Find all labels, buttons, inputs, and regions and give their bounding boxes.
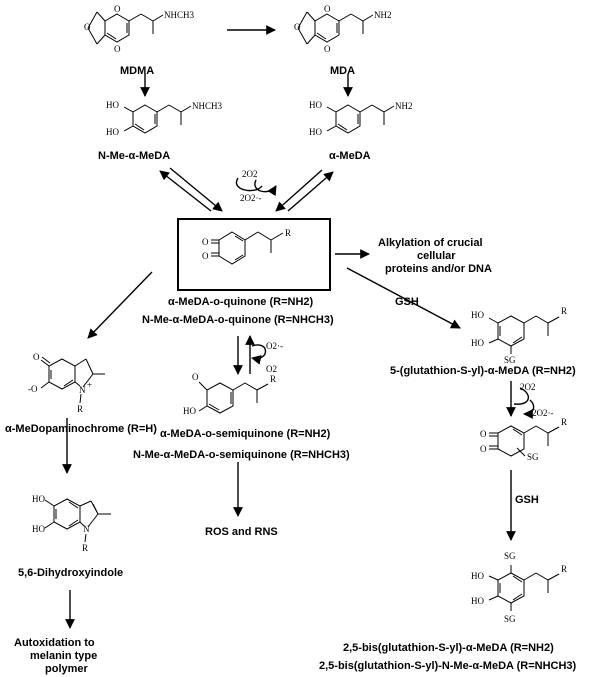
bis-adduct-ho-1: HO bbox=[471, 571, 484, 581]
quinone-o-2: O bbox=[202, 251, 209, 261]
melanin-line-3: polymer bbox=[45, 663, 89, 675]
quinone-box bbox=[177, 218, 331, 291]
arc-superoxide-gsh bbox=[523, 399, 535, 419]
arc-o2-gsh bbox=[513, 387, 529, 405]
quinone-label-2: N-Me-α-MeDA-o-quinone (R=NHCH3) bbox=[142, 314, 334, 326]
bis-adduct-label-1: 2,5-bis(glutathion-S-yl)-α-MeDA (R=NH2) bbox=[343, 642, 554, 654]
aminochrome-label: α-MeDopaminochrome (R=H) bbox=[5, 423, 157, 435]
reagent-2o2-right: 2O2 bbox=[520, 382, 536, 392]
gsh-adduct-r: R bbox=[561, 306, 567, 316]
arc-superoxide-release bbox=[254, 179, 277, 197]
mdma-structure bbox=[87, 11, 164, 45]
meda-ho-2: HO bbox=[309, 127, 322, 137]
quinone-sg-o-2: O bbox=[480, 444, 487, 454]
reagent-o2-mid: O2 bbox=[266, 364, 277, 374]
n-me-meda-amine: NHCH3 bbox=[192, 101, 223, 111]
indole-structure bbox=[44, 498, 111, 543]
alkylation-line-1: Alkylation of crucial bbox=[378, 237, 483, 249]
mdma-o-left: O bbox=[84, 22, 91, 32]
mdma-amine: NHCH3 bbox=[164, 10, 195, 20]
quinone-r: R bbox=[285, 228, 291, 238]
quinone-sg-r: R bbox=[561, 417, 567, 427]
aminochrome-n: N bbox=[79, 385, 86, 395]
arrow-to-gsh-adduct bbox=[346, 267, 461, 329]
ros-rns-label: ROS and RNS bbox=[205, 526, 278, 538]
semiquinone-structure bbox=[198, 381, 269, 414]
quinone-sg-structure bbox=[489, 425, 560, 457]
arrow-quinone-to-meda bbox=[287, 171, 334, 212]
aminochrome-o: O bbox=[33, 352, 40, 362]
arrow-to-aminochrome bbox=[87, 271, 153, 339]
aminochrome-structure bbox=[40, 356, 105, 404]
bis-adduct-structure bbox=[488, 565, 560, 611]
meda-ho-1: HO bbox=[309, 100, 322, 110]
meda-label: α-MeDA bbox=[329, 150, 371, 162]
gsh-adduct-ho-1: HO bbox=[471, 310, 484, 320]
quinone-structure bbox=[211, 231, 284, 265]
n-me-meda-ho-1: HO bbox=[106, 100, 119, 110]
quinone-o-1: O bbox=[202, 237, 209, 247]
semiquinone-r: R bbox=[270, 374, 276, 384]
arc-superoxide-o2 bbox=[251, 344, 267, 365]
reagent-superoxide-right: 2O2·- bbox=[532, 408, 554, 418]
mda-o-bottom: O bbox=[324, 44, 331, 54]
gsh-label-bottom: GSH bbox=[515, 494, 539, 506]
mda-label: MDA bbox=[330, 65, 355, 77]
indole-label: 5,6-Dihydroxyindole bbox=[18, 567, 123, 579]
bis-adduct-label-2: 2,5-bis(glutathion-S-yl)-N-Me-α-MeDA (R=… bbox=[319, 660, 577, 672]
alkylation-line-2: cellular bbox=[417, 250, 456, 262]
arrow-n-me-meda-to-quinone bbox=[169, 167, 223, 212]
aminochrome-r: R bbox=[77, 404, 83, 414]
reagent-superoxide-top: 2O2·- bbox=[240, 193, 262, 203]
quinone-sg-o-1: O bbox=[480, 429, 487, 439]
semiquinone-label-1: α-MeDA-o-semiquinone (R=NH2) bbox=[160, 428, 331, 440]
reagent-superoxide-mid: O2·- bbox=[266, 341, 283, 351]
indole-n: N bbox=[83, 524, 90, 534]
melanin-line-2: melanin type bbox=[30, 650, 97, 662]
indole-ho-1: HO bbox=[32, 494, 45, 504]
mdma-o-top: O bbox=[114, 4, 121, 14]
quinone-sg-sg: SG bbox=[527, 452, 539, 462]
arrow-meda-to-quinone bbox=[275, 169, 323, 212]
melanin-line-1: Autoxidation to bbox=[14, 637, 95, 649]
semiquinone-o: O bbox=[192, 372, 199, 382]
semiquinone-ho: HO bbox=[183, 406, 196, 416]
reagent-2o2-top: 2O2 bbox=[242, 169, 258, 179]
gsh-label-top: GSH bbox=[395, 296, 419, 308]
bis-adduct-r: R bbox=[561, 564, 567, 574]
mda-amine: NH2 bbox=[374, 10, 392, 20]
mda-structure bbox=[297, 11, 374, 45]
bis-adduct-ho-2: HO bbox=[471, 596, 484, 606]
gsh-adduct-structure bbox=[488, 315, 560, 354]
alkylation-line-3: proteins and/or DNA bbox=[385, 263, 492, 275]
n-me-meda-structure bbox=[123, 104, 192, 134]
meda-structure bbox=[326, 104, 395, 134]
gsh-adduct-sg: SG bbox=[504, 355, 516, 365]
indole-ho-2: HO bbox=[32, 524, 45, 534]
meda-amine: NH2 bbox=[395, 101, 413, 111]
arrow-quinone-to-n-me-meda bbox=[159, 170, 212, 212]
aminochrome-minus-o: -O bbox=[28, 384, 38, 394]
mda-o-top: O bbox=[324, 4, 331, 14]
semiquinone-label-2: N-Me-α-MeDA-o-semiquinone (R=NHCH3) bbox=[133, 449, 350, 461]
arc-o2-redox bbox=[235, 177, 263, 192]
gsh-adduct-label: 5-(glutathion-S-yl)-α-MeDA (R=NH2) bbox=[390, 365, 576, 377]
mdma-label: MDMA bbox=[120, 65, 154, 77]
quinone-label-1: α-MeDA-o-quinone (R=NH2) bbox=[168, 296, 314, 308]
mda-o-left: O bbox=[294, 22, 301, 32]
aminochrome-plus: + bbox=[87, 380, 92, 390]
mdma-o-bottom: O bbox=[114, 44, 121, 54]
indole-r: R bbox=[82, 543, 88, 553]
n-me-meda-ho-2: HO bbox=[106, 127, 119, 137]
n-me-meda-label: N-Me-α-MeDA bbox=[98, 150, 170, 162]
bis-adduct-sg-bottom: SG bbox=[504, 614, 516, 624]
bis-adduct-sg-top: SG bbox=[504, 551, 516, 561]
gsh-adduct-ho-2: HO bbox=[471, 338, 484, 348]
